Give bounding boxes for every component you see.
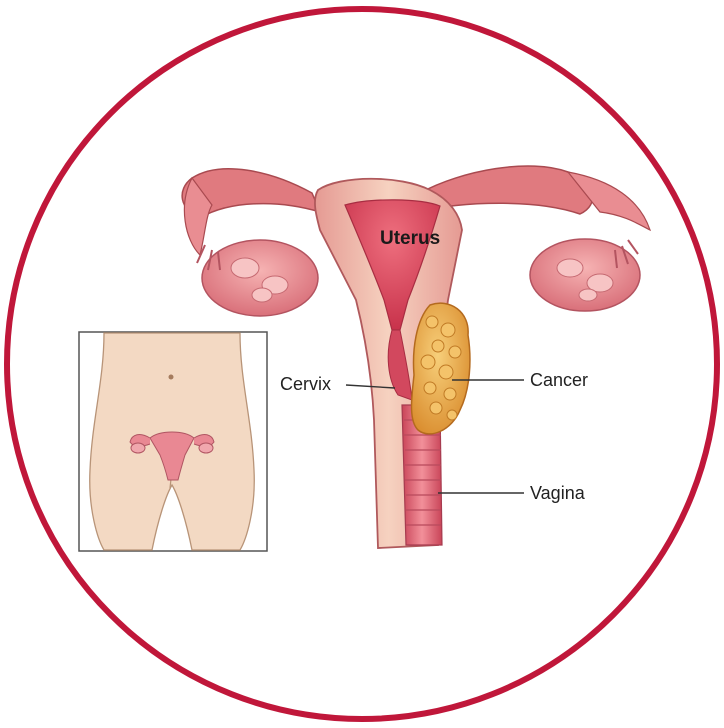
label-vagina: Vagina: [530, 483, 586, 503]
body-inset: [79, 332, 267, 551]
label-cervix: Cervix: [280, 374, 331, 394]
label-uterus: Uterus: [380, 228, 440, 249]
label-cancer: Cancer: [530, 370, 588, 390]
